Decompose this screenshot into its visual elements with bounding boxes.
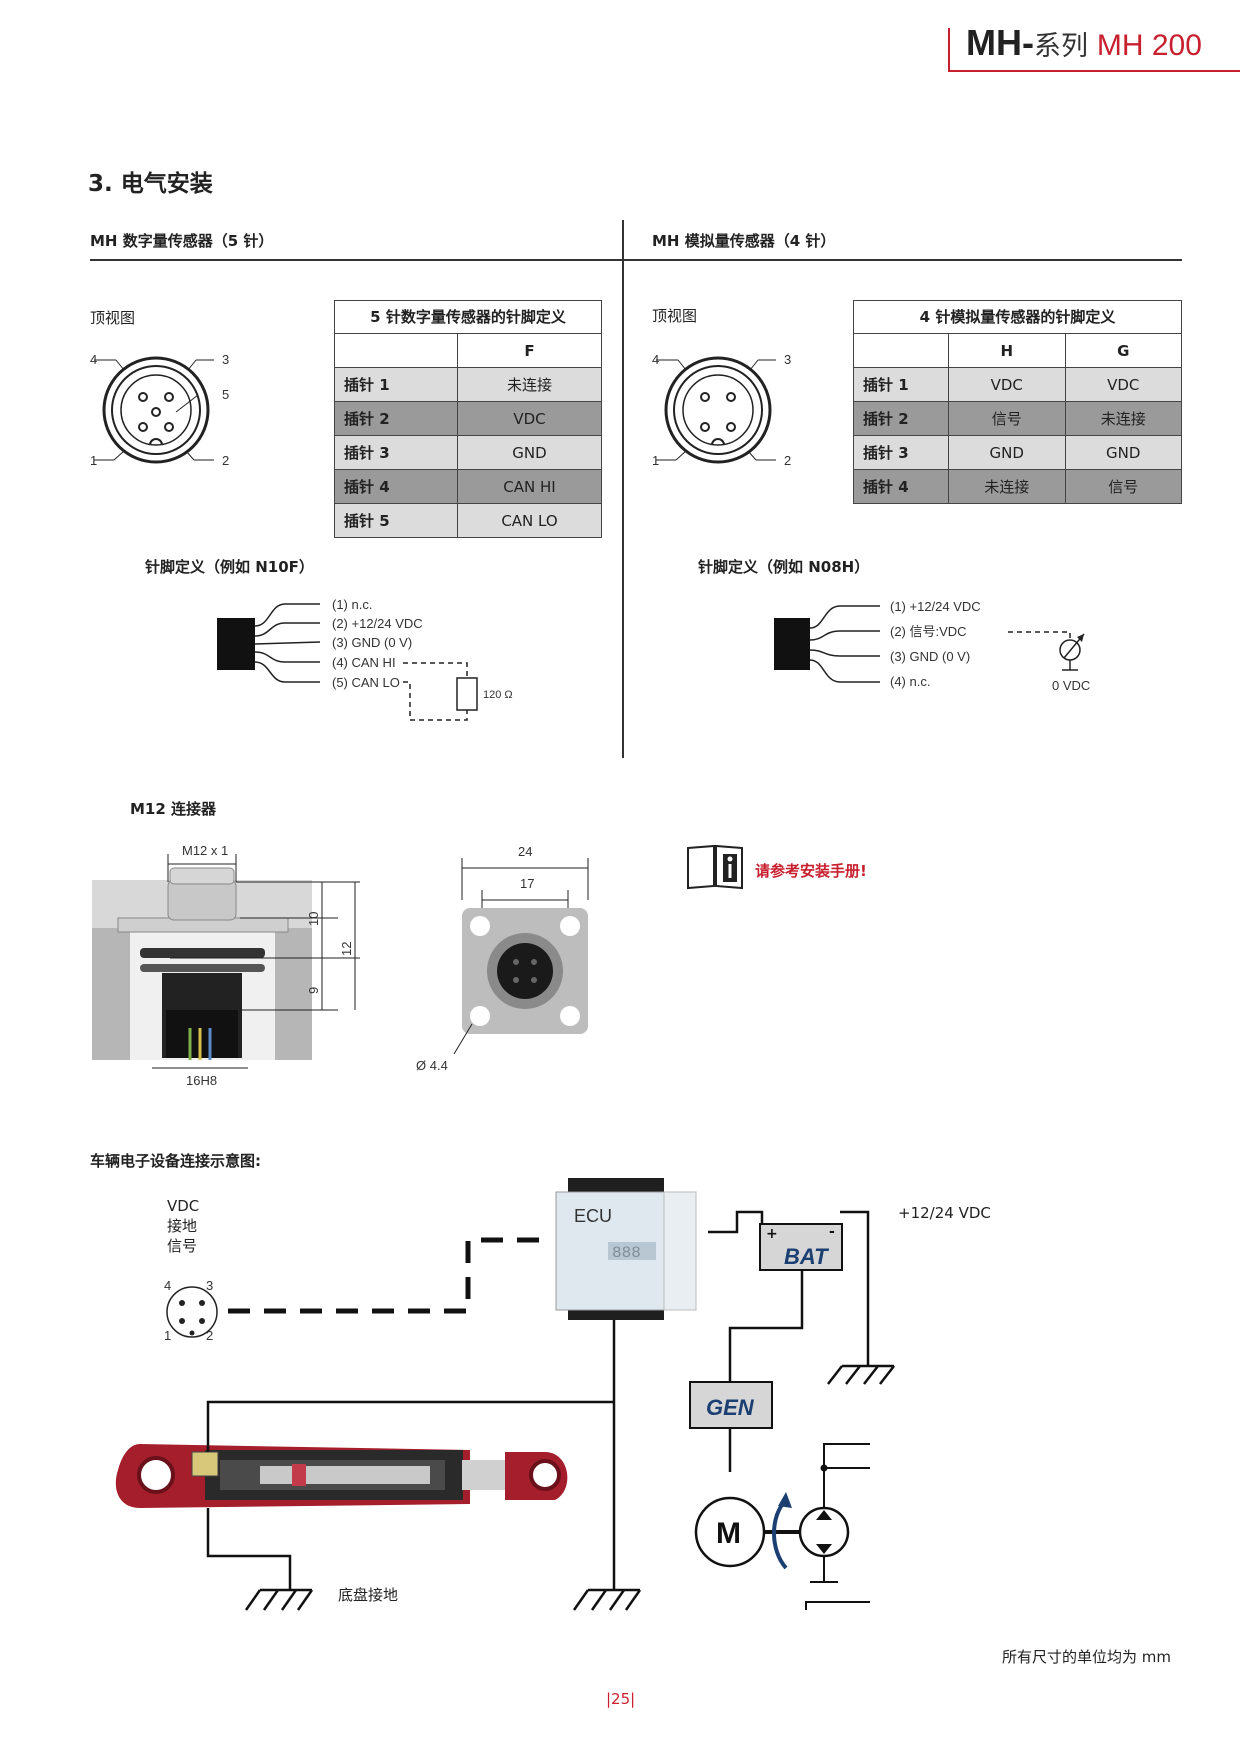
wire-label: (2) +12/24 VDC <box>332 616 423 631</box>
header-accent-line <box>948 28 950 72</box>
header-title: MH-系列 MH 200 <box>966 22 1202 64</box>
digital-pin-label: 2 <box>222 453 229 468</box>
ecu-label: ECU <box>574 1206 612 1226</box>
page-number: |25| <box>606 1690 636 1708</box>
column-divider <box>622 220 624 758</box>
svg-text:-: - <box>829 1224 835 1240</box>
analog-pin-label: 2 <box>784 453 791 468</box>
wire-label: (3) GND (0 V) <box>890 649 970 664</box>
manual-info-icon <box>687 844 743 890</box>
chassis-label: 底盘接地 <box>338 1586 399 1604</box>
digital-pin-label: 4 <box>90 352 97 367</box>
connector-title: M12 连接器 <box>130 800 217 818</box>
analog-title: MH 模拟量传感器（4 针） <box>652 232 836 250</box>
dim-hole: Ø 4.4 <box>416 1058 448 1073</box>
units-note: 所有尺寸的单位均为 mm <box>1002 1648 1171 1666</box>
generator-label: GEN <box>706 1395 755 1420</box>
analog-pin-label: 4 <box>652 352 659 367</box>
resistor-label: 120 Ω <box>483 689 513 701</box>
analog-top-view-label: 顶视图 <box>652 307 698 325</box>
digital-connector-top-view: 4 3 5 1 2 <box>90 352 229 468</box>
vehicle-legend: VDC 接地 信号 <box>167 1197 200 1255</box>
wire-label: (3) GND (0 V) <box>332 635 412 650</box>
m12-connector-side-view: M12 x 1 10 12 9 16H8 <box>92 843 360 1088</box>
wire-label: (4) n.c. <box>890 674 930 689</box>
meter-label: 0 VDC <box>1052 678 1090 693</box>
header-rule <box>948 70 1240 72</box>
ecu-display: 888 <box>612 1244 641 1262</box>
digital-table-title: 5 针数字量传感器的针脚定义 <box>334 300 602 333</box>
digital-col-header: F <box>457 333 602 368</box>
dim-24: 24 <box>518 844 532 859</box>
vehicle-title: 车辆电子设备连接示意图: <box>90 1152 261 1170</box>
analog-example-title: 针脚定义（例如 N08H） <box>698 558 870 576</box>
motor-label: M <box>716 1517 741 1550</box>
digital-pin-label: 1 <box>90 453 97 468</box>
battery-label: BAT <box>784 1244 829 1269</box>
section-rule <box>90 259 1182 261</box>
dim-thread: M12 x 1 <box>182 843 228 858</box>
wire-label: (4) CAN HI <box>332 655 396 670</box>
header-brand: MH- <box>966 22 1034 63</box>
analog-table-title: 4 针模拟量传感器的针脚定义 <box>853 300 1182 333</box>
analog-pin-label: 1 <box>652 453 659 468</box>
dim-10: 10 <box>306 912 321 926</box>
analog-col-header: G <box>1064 333 1182 368</box>
vehicle-pin-label: 4 <box>164 1278 171 1293</box>
dim-12: 12 <box>339 942 354 956</box>
dim-17: 17 <box>520 876 534 891</box>
digital-pin-label: 3 <box>222 352 229 367</box>
dim-bore: 16H8 <box>186 1073 217 1088</box>
digital-wiring-diagram: (1) n.c. (2) +12/24 VDC (3) GND (0 V) (4… <box>217 597 513 721</box>
header-model: MH 200 <box>1096 29 1202 62</box>
vehicle-pin-label: 1 <box>164 1328 171 1343</box>
m12-connector-front-view: 24 17 Ø 4.4 <box>416 844 589 1073</box>
digital-pin-label: 5 <box>222 387 229 402</box>
analog-wiring-diagram: (1) +12/24 VDC (2) 信号:VDC (3) GND (0 V) … <box>774 599 1090 693</box>
vehicle-pin-label: 2 <box>206 1328 213 1343</box>
digital-top-view-label: 顶视图 <box>90 309 136 327</box>
section-title: 3. 电气安装 <box>88 171 213 197</box>
wire-label: (2) 信号:VDC <box>890 624 967 639</box>
digital-title: MH 数字量传感器（5 针） <box>90 232 274 250</box>
digital-example-title: 针脚定义（例如 N10F） <box>145 558 314 576</box>
analog-pin-label: 3 <box>784 352 791 367</box>
wire-label: (5) CAN LO <box>332 675 400 690</box>
analog-col-header: H <box>948 333 1066 368</box>
dim-9: 9 <box>306 987 321 994</box>
header-series: 系列 <box>1033 31 1088 61</box>
vehicle-wiring-schematic: 4 3 1 2 ECU 888 + - BAT GEN M <box>115 1178 895 1611</box>
wire-label: (1) n.c. <box>332 597 372 612</box>
wire-label: (1) +12/24 VDC <box>890 599 981 614</box>
manual-notice: 请参考安装手册! <box>755 862 867 880</box>
supply-label: +12/24 VDC <box>898 1204 991 1222</box>
vehicle-pin-label: 3 <box>206 1278 213 1293</box>
svg-text:+: + <box>766 1226 778 1242</box>
analog-connector-top-view: 4 3 1 2 <box>652 352 791 468</box>
